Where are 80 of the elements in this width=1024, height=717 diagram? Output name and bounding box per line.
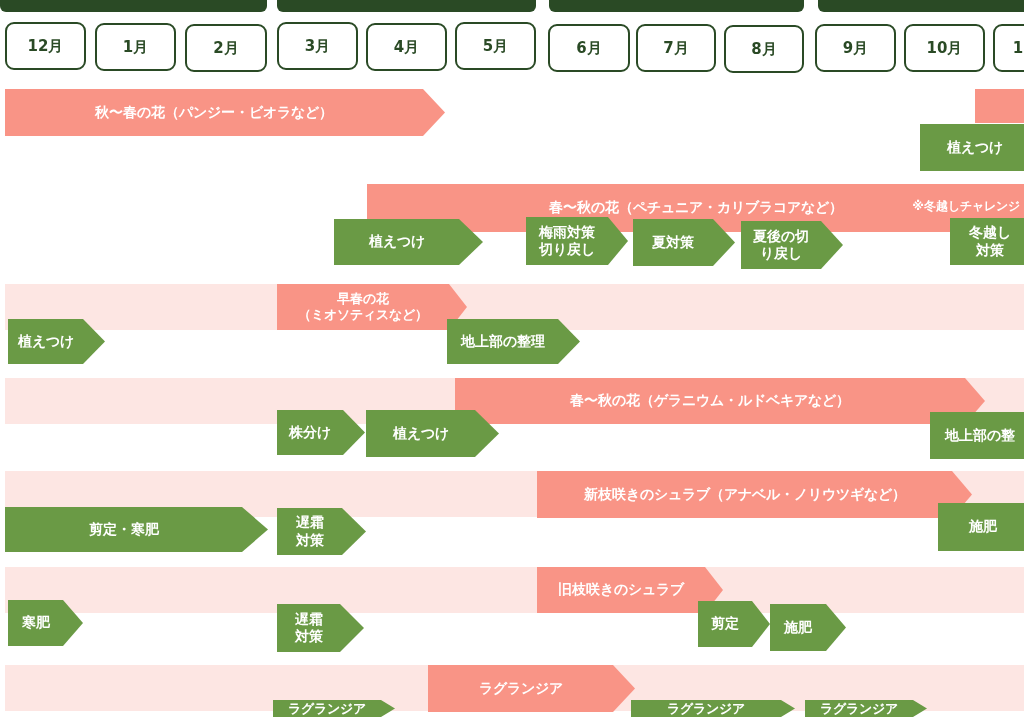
task-label: ラグランジア [667, 700, 745, 717]
task-label: 植えつけ [947, 138, 1003, 157]
plant-period-bar [277, 284, 467, 330]
task-bar [741, 221, 843, 269]
task-bar [805, 700, 927, 717]
month-label: 12月 [27, 36, 64, 56]
task-label: 植えつけ [392, 424, 449, 443]
task-bar [5, 507, 268, 552]
task-label: 夏後の切り戻し [753, 227, 809, 263]
task-label: 施肥 [784, 618, 812, 637]
task-label: ラグランジア [820, 700, 898, 717]
plant-period-bar [537, 567, 723, 613]
task-bar [698, 601, 770, 647]
note-text: ※冬越しチャレンジ [912, 198, 1020, 215]
plant-period-bar [975, 89, 1024, 123]
month-tab [277, 22, 358, 70]
month-label: 6月 [576, 38, 602, 58]
task-bar [950, 218, 1024, 265]
task-label: 植えつけ [368, 233, 425, 251]
month-tab [5, 22, 86, 70]
month-label: 5月 [482, 36, 509, 56]
task-label: 旧枝咲きのシュラブ [558, 581, 684, 599]
plant-period-bar [537, 471, 972, 518]
month-tab [815, 24, 896, 72]
plant-period-bar [455, 378, 985, 424]
task-label: 早春の花（ミオソティスなど） [298, 290, 428, 324]
task-label: 遅霜対策 [294, 610, 323, 646]
task-bar [366, 410, 499, 457]
month-label: 9月 [842, 38, 869, 58]
task-bar [447, 319, 580, 364]
task-bar [770, 604, 846, 651]
task-label: 寒肥 [21, 614, 50, 632]
task-bar [277, 410, 365, 455]
task-label: 植えつけ [17, 332, 74, 351]
task-bar [938, 503, 1024, 551]
task-label: 遅霜対策 [295, 514, 324, 549]
month-label: 10月 [926, 38, 963, 58]
task-label: 剪定 [711, 615, 739, 633]
task-bar [930, 412, 1024, 459]
month-tab [904, 24, 985, 72]
month-label: 4月 [393, 37, 420, 57]
task-label: 株分け [289, 423, 331, 442]
task-bar [633, 219, 735, 266]
month-tab [95, 23, 176, 71]
plant-period-bar [428, 665, 635, 712]
month-tab [366, 23, 447, 71]
task-label: 施肥 [969, 518, 997, 536]
task-label: 夏対策 [652, 233, 694, 252]
task-bar [526, 217, 628, 265]
month-label: 1月 [122, 37, 149, 57]
task-label: 春〜秋の花（ゲラニウム・ルドベキアなど） [570, 392, 850, 410]
plant-period-bar [5, 89, 445, 136]
month-label: 7月 [663, 38, 689, 58]
task-label: 地上部の整理 [460, 332, 545, 351]
task-label: 秋〜春の花（パンジー・ビオラなど） [95, 103, 333, 122]
task-bar [631, 700, 795, 717]
task-bar [277, 604, 364, 652]
task-bar [334, 219, 483, 265]
month-label: 8月 [751, 39, 777, 59]
month-tab [724, 25, 804, 73]
task-bar [8, 600, 83, 646]
task-label: 新枝咲きのシュラブ（アナベル・ノリウツギなど） [583, 485, 906, 504]
month-label: 3月 [304, 36, 331, 56]
month-label: 1 [1012, 38, 1024, 58]
month-tab [185, 24, 267, 72]
task-bar [273, 700, 395, 717]
task-label: 冬越し対策 [969, 224, 1011, 259]
month-tab [636, 24, 716, 72]
task-label: ラグランジア [478, 679, 563, 698]
month-tab [548, 24, 630, 72]
task-bar [277, 508, 366, 555]
month-tab [455, 22, 536, 70]
task-bar [8, 319, 105, 364]
task-label: 剪定・寒肥 [88, 520, 159, 539]
task-label: 春〜秋の花（ペチュニア・カリブラコアなど） [548, 199, 843, 217]
month-label: 2月 [213, 38, 239, 58]
task-label: ラグランジア [288, 700, 366, 717]
task-label: 地上部の整 [945, 426, 1015, 445]
task-bar [920, 124, 1024, 171]
task-label: 梅雨対策切り戻し [539, 223, 595, 259]
